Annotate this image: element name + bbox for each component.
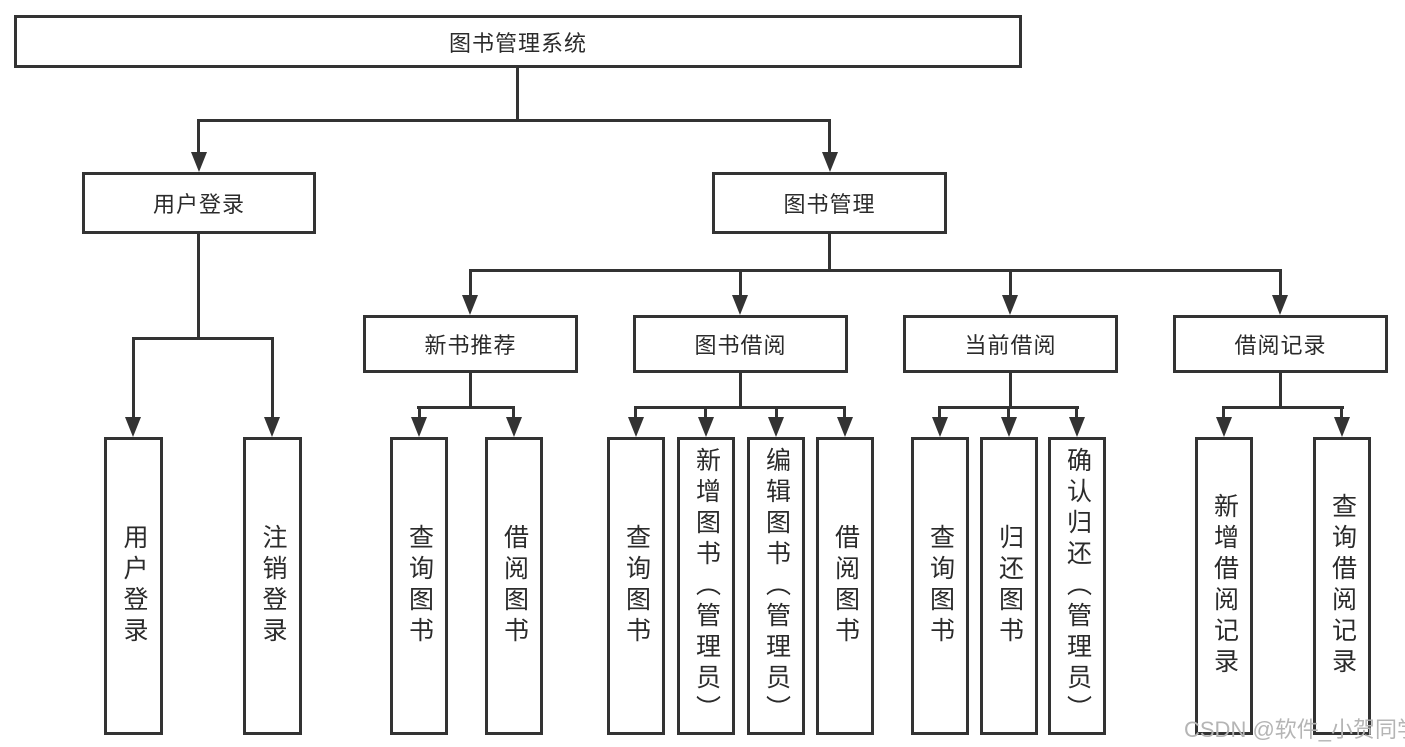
- arrow-down-icon: [822, 152, 838, 172]
- connector-groupB-bar: [417, 406, 515, 409]
- node-query-books-current-label: 查询图书: [926, 524, 955, 648]
- node-borrow-books-recommend-label: 借阅图书: [500, 524, 529, 648]
- arrow-down-icon: [768, 417, 784, 437]
- node-user-login-label: 用户登录: [152, 192, 245, 217]
- node-query-books-borrowing: 查询图书: [607, 437, 665, 735]
- arrow-down-icon: [191, 152, 207, 172]
- connector-groupB-stem: [469, 373, 472, 409]
- connector-level3-bar: [469, 269, 1282, 272]
- connector-groupE-stem: [1279, 373, 1282, 409]
- connector-groupE-drop2: [1340, 406, 1343, 417]
- node-new-book-recommend: 新书推荐: [363, 315, 578, 373]
- connector-drop-book-mgmt: [828, 119, 831, 154]
- connector-book-mgmt-stem: [828, 234, 831, 271]
- node-logout-action: 注销登录: [243, 437, 302, 735]
- arrow-down-icon: [1272, 295, 1288, 315]
- connector-drop-user-login: [197, 119, 200, 154]
- connector-groupC-drop2: [704, 406, 707, 417]
- node-confirm-return-admin-label: 确认归还（管理员）: [1063, 446, 1092, 726]
- connector-user-login-bar: [132, 337, 274, 340]
- connector-level2-bar: [198, 119, 831, 122]
- connector-groupC-drop3: [775, 406, 778, 417]
- node-user-login-action: 用户登录: [104, 437, 163, 735]
- arrow-down-icon: [698, 417, 714, 437]
- arrow-down-icon: [932, 417, 948, 437]
- node-book-borrowing: 图书借阅: [633, 315, 848, 373]
- node-add-borrow-record-label: 新增借阅记录: [1210, 493, 1239, 679]
- arrow-down-icon: [125, 417, 141, 437]
- connector-drop-borrowing: [739, 269, 742, 295]
- connector-groupD-drop3: [1075, 406, 1078, 417]
- node-borrow-books-borrowing-label: 借阅图书: [831, 524, 860, 648]
- node-borrow-records-label: 借阅记录: [1234, 333, 1327, 358]
- arrow-down-icon: [264, 417, 280, 437]
- node-book-management: 图书管理: [712, 172, 947, 234]
- node-add-borrow-record: 新增借阅记录: [1195, 437, 1253, 735]
- connector-root-stem: [516, 68, 519, 121]
- csdn-watermark: CSDN @软件_小贺同学: [1184, 717, 1405, 742]
- connector-user-login-stem: [197, 234, 200, 339]
- arrow-down-icon: [1216, 417, 1232, 437]
- node-new-book-recommend-label: 新书推荐: [424, 333, 517, 358]
- node-user-login: 用户登录: [82, 172, 316, 234]
- node-library-system-label: 图书管理系统: [448, 30, 587, 56]
- node-add-books-admin: 新增图书（管理员）: [677, 437, 735, 735]
- node-user-login-action-label: 用户登录: [120, 524, 148, 648]
- node-current-borrowing-label: 当前借阅: [964, 333, 1057, 358]
- connector-drop-records: [1279, 269, 1282, 295]
- node-query-borrow-record: 查询借阅记录: [1313, 437, 1371, 735]
- node-book-borrowing-label: 图书借阅: [694, 333, 787, 358]
- arrow-down-icon: [732, 295, 748, 315]
- node-return-books: 归还图书: [980, 437, 1038, 735]
- arrow-down-icon: [1002, 295, 1018, 315]
- node-query-borrow-record-label: 查询借阅记录: [1328, 493, 1357, 679]
- node-query-books-current: 查询图书: [911, 437, 969, 735]
- arrow-down-icon: [506, 417, 522, 437]
- connector-groupB-drop2: [512, 406, 515, 417]
- node-edit-books-admin-label: 编辑图书（管理员）: [762, 446, 791, 726]
- node-confirm-return-admin: 确认归还（管理员）: [1048, 437, 1106, 735]
- connector-groupD-drop1: [938, 406, 941, 417]
- connector-groupC-stem: [739, 373, 742, 409]
- node-library-system: 图书管理系统: [14, 15, 1022, 68]
- node-query-books-recommend-label: 查询图书: [405, 524, 434, 648]
- node-edit-books-admin: 编辑图书（管理员）: [747, 437, 805, 735]
- connector-groupD-stem: [1009, 373, 1012, 409]
- node-query-books-borrowing-label: 查询图书: [622, 524, 651, 648]
- node-logout-action-label: 注销登录: [259, 524, 287, 648]
- connector-groupC-bar: [634, 406, 846, 409]
- connector-drop-logout: [271, 337, 274, 417]
- node-query-books-recommend: 查询图书: [390, 437, 448, 735]
- connector-groupD-drop2: [1007, 406, 1010, 417]
- node-current-borrowing: 当前借阅: [903, 315, 1118, 373]
- connector-groupE-bar: [1222, 406, 1344, 409]
- node-book-management-label: 图书管理: [783, 192, 876, 217]
- arrow-down-icon: [462, 295, 478, 315]
- arrow-down-icon: [628, 417, 644, 437]
- arrow-down-icon: [1069, 417, 1085, 437]
- connector-drop-current: [1009, 269, 1012, 295]
- node-borrow-books-recommend: 借阅图书: [485, 437, 543, 735]
- node-borrow-books-borrowing: 借阅图书: [816, 437, 874, 735]
- node-return-books-label: 归还图书: [995, 524, 1024, 648]
- arrow-down-icon: [1001, 417, 1017, 437]
- arrow-down-icon: [837, 417, 853, 437]
- arrow-down-icon: [411, 417, 427, 437]
- node-borrow-records: 借阅记录: [1173, 315, 1388, 373]
- connector-drop-login: [132, 337, 135, 417]
- connector-drop-new-book: [469, 269, 472, 295]
- connector-groupC-drop4: [843, 406, 846, 417]
- node-add-books-admin-label: 新增图书（管理员）: [692, 446, 721, 726]
- connector-groupC-drop1: [634, 406, 637, 417]
- arrow-down-icon: [1334, 417, 1350, 437]
- connector-groupE-drop1: [1222, 406, 1225, 417]
- connector-groupB-drop1: [418, 406, 421, 417]
